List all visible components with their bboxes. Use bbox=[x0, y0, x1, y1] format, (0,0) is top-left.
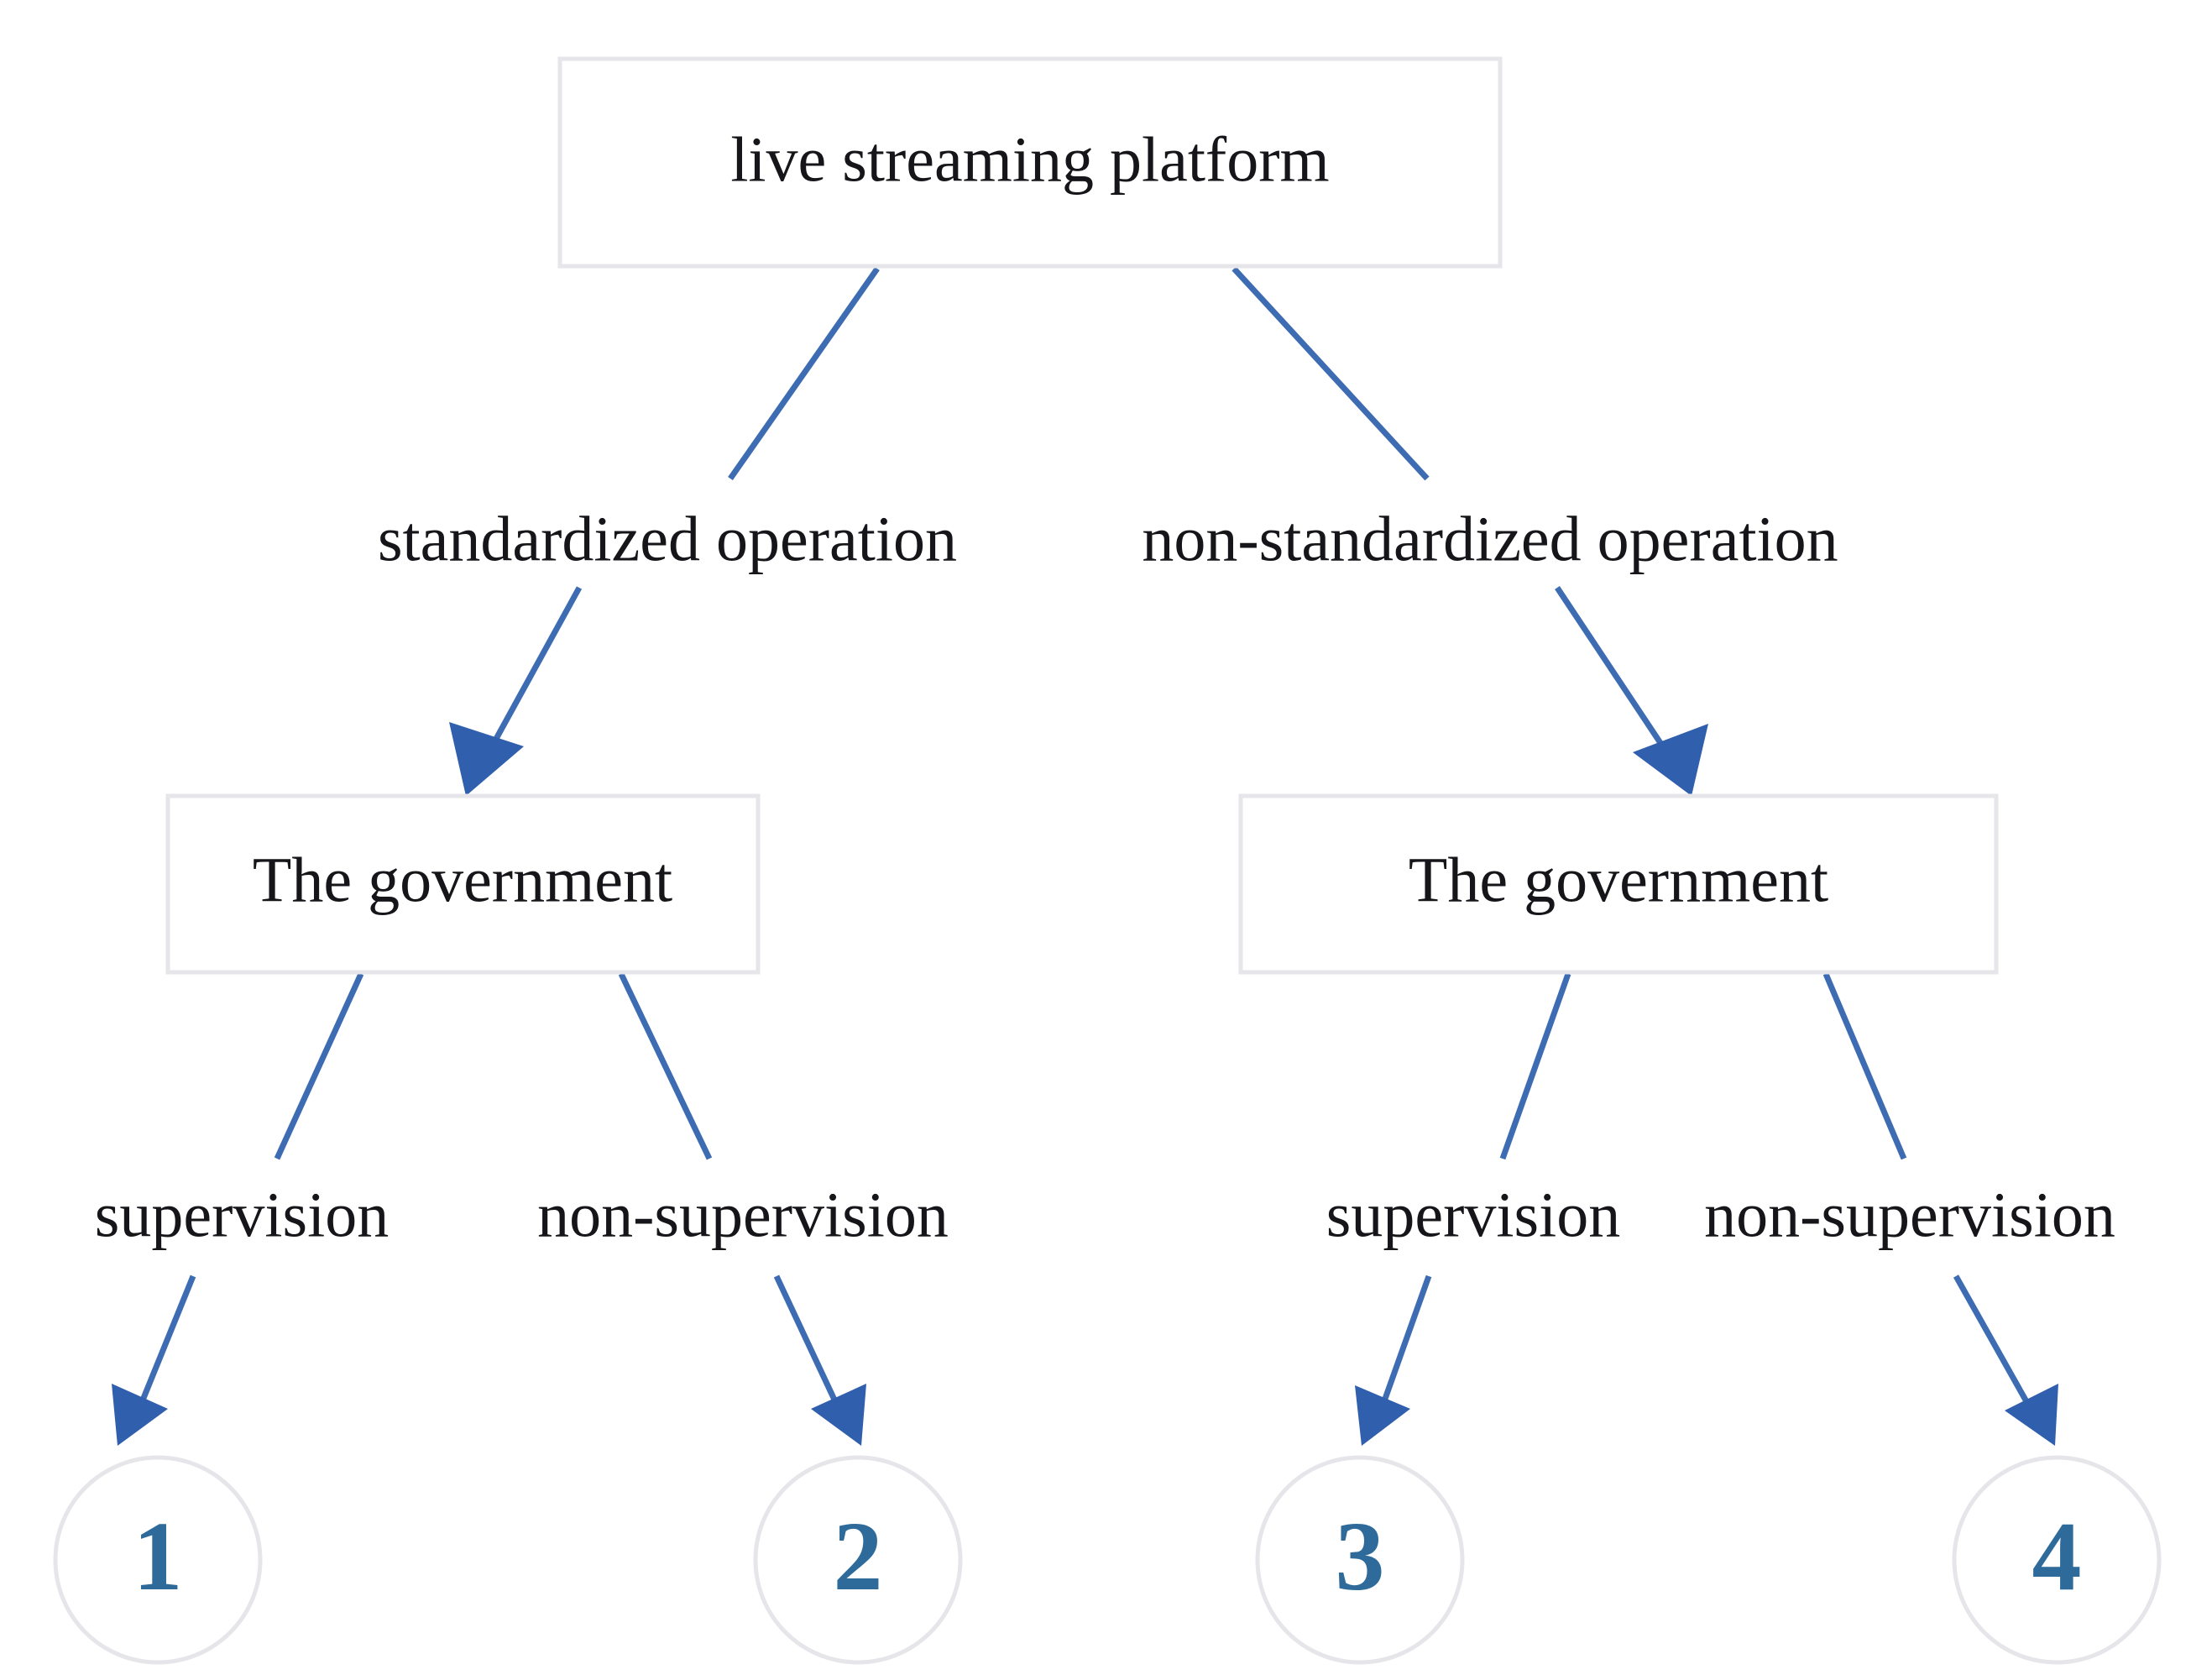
edge-label-supervision-left: supervision bbox=[95, 1180, 389, 1250]
arrowhead-gov-right-icon bbox=[1633, 724, 1708, 796]
root-node-box[interactable] bbox=[557, 56, 1503, 269]
connector-nonstandardized-to-gov-right bbox=[1555, 586, 1671, 757]
leaf-circle-4[interactable] bbox=[1952, 1455, 2162, 1665]
arrowhead-gov-left-icon bbox=[449, 722, 524, 796]
connector-gov-right-to-nonsupervision bbox=[1822, 972, 1907, 1160]
edge-label-non-supervision-left: non-supervision bbox=[537, 1180, 949, 1250]
government-node-label-right: The government bbox=[1409, 845, 1828, 915]
connector-standardized-to-gov-left bbox=[484, 586, 583, 757]
leaf-circle-2[interactable] bbox=[753, 1455, 963, 1665]
edge-label-supervision-right: supervision bbox=[1326, 1180, 1620, 1250]
connector-nonsupervision-to-leaf-2 bbox=[773, 1274, 843, 1412]
connector-root-to-nonstandardized bbox=[1231, 266, 1430, 481]
leaf-circle-1[interactable] bbox=[53, 1455, 263, 1665]
leaf-number-3: 3 bbox=[1336, 1501, 1385, 1611]
connector-gov-left-to-supervision bbox=[274, 972, 364, 1160]
leaf-number-4: 4 bbox=[2032, 1501, 2082, 1611]
government-node-box-left[interactable] bbox=[165, 793, 761, 975]
connector-gov-left-to-nonsupervision bbox=[618, 972, 713, 1160]
arrowhead-leaf-2-icon bbox=[811, 1384, 866, 1446]
connector-gov-right-to-supervision bbox=[1499, 972, 1571, 1160]
root-node-label: live streaming platform bbox=[730, 124, 1329, 195]
government-node-box-right[interactable] bbox=[1238, 793, 1999, 975]
edge-label-non-standardized-operation: non-standardized operation bbox=[1142, 504, 1838, 574]
edge-label-non-supervision-right: non-supervision bbox=[1704, 1180, 2115, 1250]
arrowhead-leaf-4-icon bbox=[2005, 1384, 2058, 1446]
leaf-number-1: 1 bbox=[133, 1501, 183, 1611]
connector-supervision-to-leaf-1 bbox=[135, 1274, 196, 1412]
arrowhead-leaf-1-icon bbox=[112, 1384, 168, 1446]
government-node-label-left: The government bbox=[253, 845, 672, 915]
connector-nonsupervision-to-leaf-4 bbox=[1953, 1274, 2035, 1412]
leaf-circle-3[interactable] bbox=[1255, 1455, 1465, 1665]
edge-label-standardized-operation: standardized operation bbox=[378, 504, 957, 574]
arrowhead-leaf-3-icon bbox=[1355, 1385, 1410, 1446]
connector-supervision-to-leaf-3 bbox=[1378, 1274, 1432, 1412]
leaf-number-2: 2 bbox=[834, 1501, 883, 1611]
connector-root-to-standardized bbox=[728, 266, 880, 481]
